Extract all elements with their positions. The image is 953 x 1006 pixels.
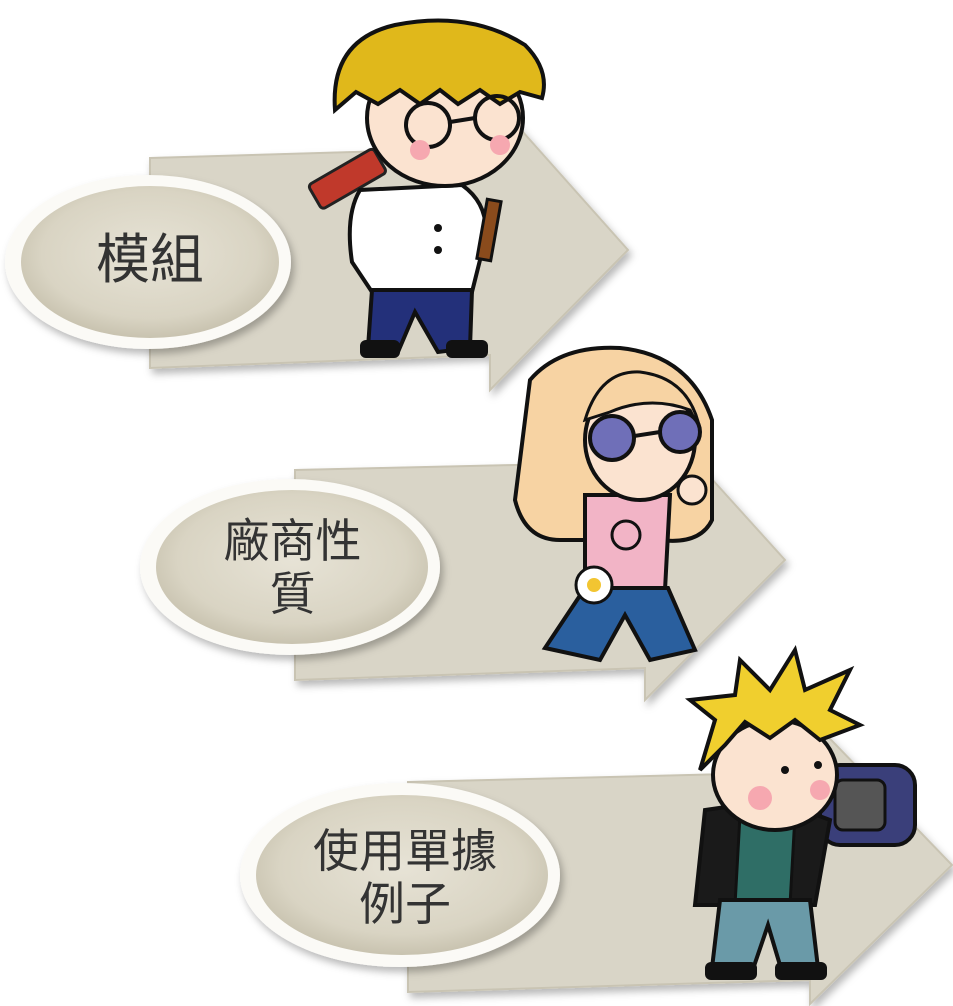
step-label-1-line-1: 模組	[96, 227, 204, 291]
step-label-2-line-2: 質	[269, 566, 316, 621]
step-label-3-line-1: 使用單據	[313, 823, 497, 878]
step-label-1: 模組	[50, 200, 250, 320]
step-label-2-line-1: 廠商性	[223, 513, 362, 568]
student-boy-character	[307, 18, 546, 358]
rocker-boy-character	[684, 644, 917, 980]
step-label-2: 廠商性 質	[190, 505, 395, 630]
step-oval-3	[240, 783, 560, 967]
step-oval-1	[5, 175, 291, 349]
step-oval-2	[140, 479, 440, 655]
step-label-3-line-2: 例子	[359, 876, 451, 931]
step-label-3: 使用單據 例子	[295, 815, 515, 940]
hippie-girl-character	[512, 345, 714, 663]
